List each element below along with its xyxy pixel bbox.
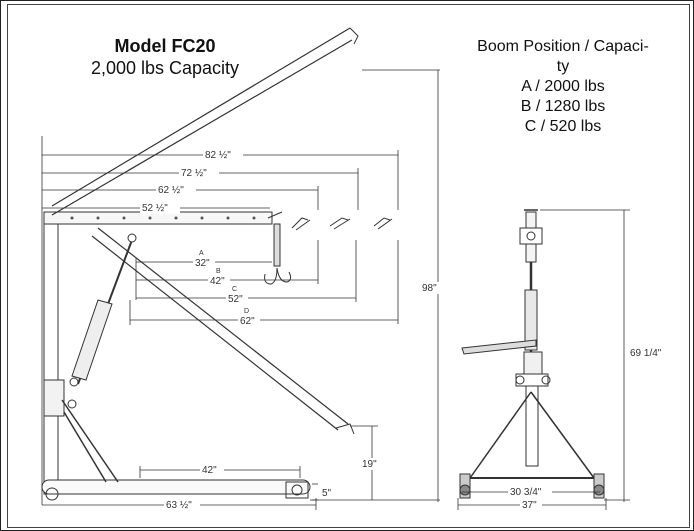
dim-72-half: 72 ½" xyxy=(181,168,207,179)
front-view xyxy=(459,209,605,499)
hook-chain xyxy=(273,223,281,267)
raised-boom-lower-edge xyxy=(51,39,353,216)
front-caster-wheel xyxy=(291,484,303,496)
base-leg xyxy=(41,479,311,495)
ram-pivot xyxy=(127,233,137,243)
base-5: 5" xyxy=(322,488,332,499)
pump-body xyxy=(523,351,543,375)
dim-62-half: 62 ½" xyxy=(158,185,184,196)
diagram-panel xyxy=(7,4,690,528)
front-width-30: 30 3/4" xyxy=(510,487,542,498)
dim-82-half: 82 ½" xyxy=(205,150,231,161)
reach-32: 32" xyxy=(195,258,210,269)
brace-lower xyxy=(63,411,107,483)
mast-bracket xyxy=(43,379,65,417)
lowered-boom-lower-edge xyxy=(91,235,339,431)
front-caster xyxy=(285,481,309,499)
boom-tip xyxy=(267,211,283,219)
reach-42: 42" xyxy=(210,276,225,287)
reach-62: 62" xyxy=(240,316,255,327)
pump-handle xyxy=(461,339,537,355)
left-leg xyxy=(469,391,532,479)
boom-heading-line2: ty xyxy=(556,58,570,75)
mast xyxy=(43,211,59,495)
raised-boom-tip xyxy=(349,27,359,45)
boom-pos-label-d: D xyxy=(244,308,249,315)
lowered-boom-upper-edge xyxy=(97,227,349,425)
rear-wheel xyxy=(45,487,59,501)
lift-hook xyxy=(264,267,278,285)
boom-row-b: B / 1280 lbs xyxy=(520,98,606,115)
front-dimension-lines xyxy=(457,209,630,510)
front-height-69: 69 1/4" xyxy=(630,348,662,359)
dim-52-half: 52 ½" xyxy=(142,203,168,214)
lowered-boom-tip xyxy=(335,423,355,435)
boom-capacity-table: Boom Position / Capaci- ty A / 2000 lbs … xyxy=(448,37,678,137)
boom-pos-label-c: C xyxy=(232,286,237,293)
boom-pos-label-b: B xyxy=(216,268,221,275)
alternate-boom-tips xyxy=(291,217,393,231)
boom-heading-line1: Boom Position / Capaci- xyxy=(477,38,649,55)
side-dimension-lines xyxy=(41,69,440,510)
base-42: 42" xyxy=(202,465,217,476)
model-name: Model FC20 xyxy=(114,36,216,56)
hydraulic-cylinder xyxy=(71,299,113,381)
front-cylinder xyxy=(524,289,538,351)
model-title-block: Model FC20 2,000 lbs Capacity xyxy=(45,35,285,79)
reach-52: 52" xyxy=(228,294,243,305)
front-width-37: 37" xyxy=(522,500,537,511)
right-leg xyxy=(530,391,595,479)
raised-boom-upper-edge xyxy=(51,27,351,207)
brace-upper xyxy=(61,399,119,483)
boom-row-c: C / 520 lbs xyxy=(524,118,602,135)
front-mast xyxy=(525,385,539,467)
model-capacity: 2,000 lbs Capacity xyxy=(90,58,240,78)
boom-row-a: A / 2000 lbs xyxy=(521,78,605,95)
boom-pos-label-a: A xyxy=(199,250,204,257)
base-63-half: 63 ½" xyxy=(166,500,192,511)
height-98: 98" xyxy=(422,283,437,294)
height-19: 19" xyxy=(362,459,377,470)
